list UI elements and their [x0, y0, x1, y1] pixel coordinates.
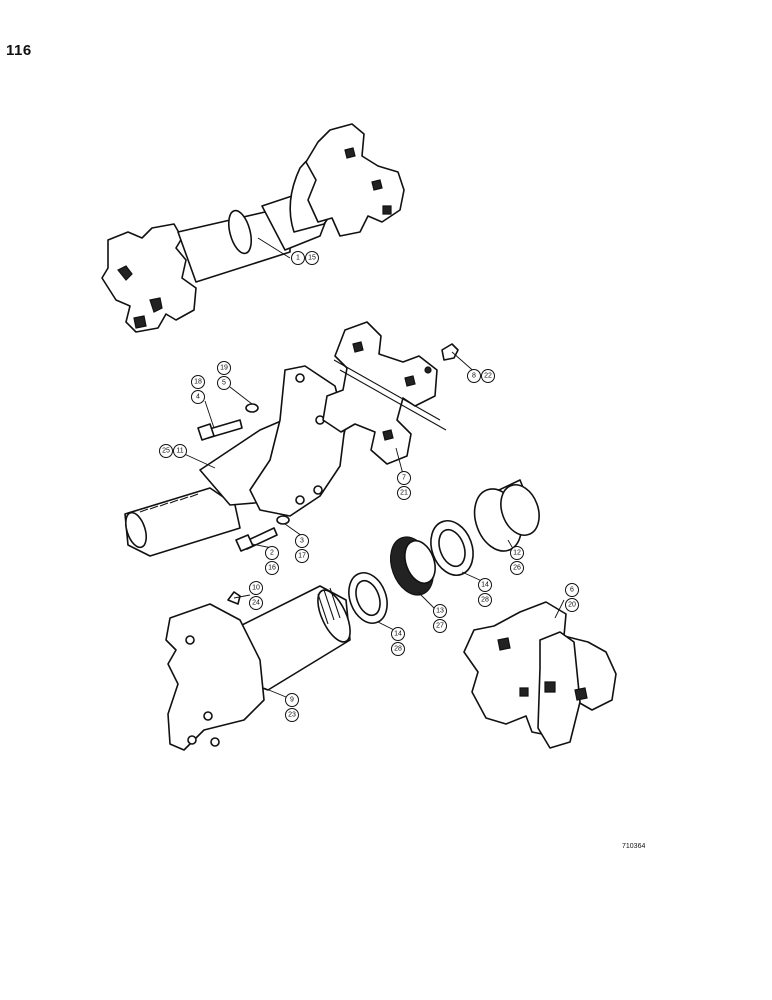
dust-cap-12: [473, 479, 540, 552]
callout-13-27: 13 27: [433, 604, 447, 633]
callout-label-10: 10: [252, 585, 260, 592]
callout-14-28-lower: 14 28: [391, 627, 405, 656]
slip-yoke-9: [165, 585, 351, 751]
callout-18-4: 18 4: [191, 375, 205, 404]
callout-6-20: 6 20: [565, 583, 579, 612]
washer-14-left: [348, 572, 388, 624]
drawing-code: 710364: [622, 843, 646, 850]
callout-label-22: 22: [484, 373, 492, 380]
bolt-2: [235, 527, 278, 552]
lock-washer-3: [276, 515, 290, 525]
callout-label-19: 19: [220, 365, 228, 372]
callout-label-2: 2: [270, 550, 274, 557]
page-number: 116: [6, 42, 32, 59]
callout-1-15: 1 15: [291, 251, 319, 265]
callout-8-22: 8 22: [467, 369, 495, 383]
callout-label-14-lower: 14: [394, 631, 402, 638]
callout-14-28-upper: 14 28: [478, 578, 492, 607]
lock-washer-19: [245, 403, 259, 413]
callout-7-21: 7 21: [397, 471, 411, 500]
callout-10-24: 10 24: [249, 581, 263, 610]
callout-label-20: 20: [568, 602, 576, 609]
callout-label-4: 4: [196, 394, 200, 401]
grease-fitting-8: [441, 343, 459, 361]
callout-label-1: 1: [296, 255, 300, 262]
callout-label-14-upper: 14: [481, 582, 489, 589]
callout-label-12: 12: [513, 550, 521, 557]
slip-yoke-shaft: [124, 321, 447, 557]
callout-3-17: 3 17: [295, 534, 309, 563]
callout-label-28-lower: 28: [394, 646, 402, 653]
callout-label-15: 15: [308, 255, 316, 262]
callout-9-23: 9 23: [285, 693, 299, 722]
callout-label-8: 8: [472, 373, 476, 380]
callout-label-17: 17: [298, 553, 306, 560]
callout-label-3: 3: [300, 538, 304, 545]
callout-19-5: 19 5: [217, 361, 231, 390]
seal-13: [389, 536, 436, 596]
callout-label-25: 25: [162, 448, 170, 455]
callout-label-9: 9: [290, 697, 294, 704]
callout-25-11: 25 11: [159, 444, 187, 458]
callout-12-26: 12 26: [510, 546, 524, 575]
washer-14-right: [430, 520, 474, 576]
callout-label-6: 6: [570, 587, 574, 594]
callout-label-11: 11: [176, 448, 183, 455]
callout-label-7: 7: [402, 475, 406, 482]
callout-label-18: 18: [194, 379, 202, 386]
callout-label-13: 13: [436, 608, 444, 615]
callout-label-26: 26: [513, 565, 521, 572]
callout-label-21: 21: [400, 490, 408, 497]
callout-label-28-upper: 28: [481, 597, 489, 604]
callout-label-27: 27: [436, 623, 444, 630]
universal-joint-6: [463, 601, 617, 749]
callout-2-16: 2 16: [265, 546, 279, 575]
drive-shaft-assembly: [101, 123, 405, 333]
callout-label-5: 5: [222, 380, 226, 387]
callout-label-16: 16: [268, 565, 276, 572]
callout-label-24: 24: [252, 600, 260, 607]
bolt-18: [197, 419, 243, 441]
callout-label-23: 23: [288, 712, 296, 719]
